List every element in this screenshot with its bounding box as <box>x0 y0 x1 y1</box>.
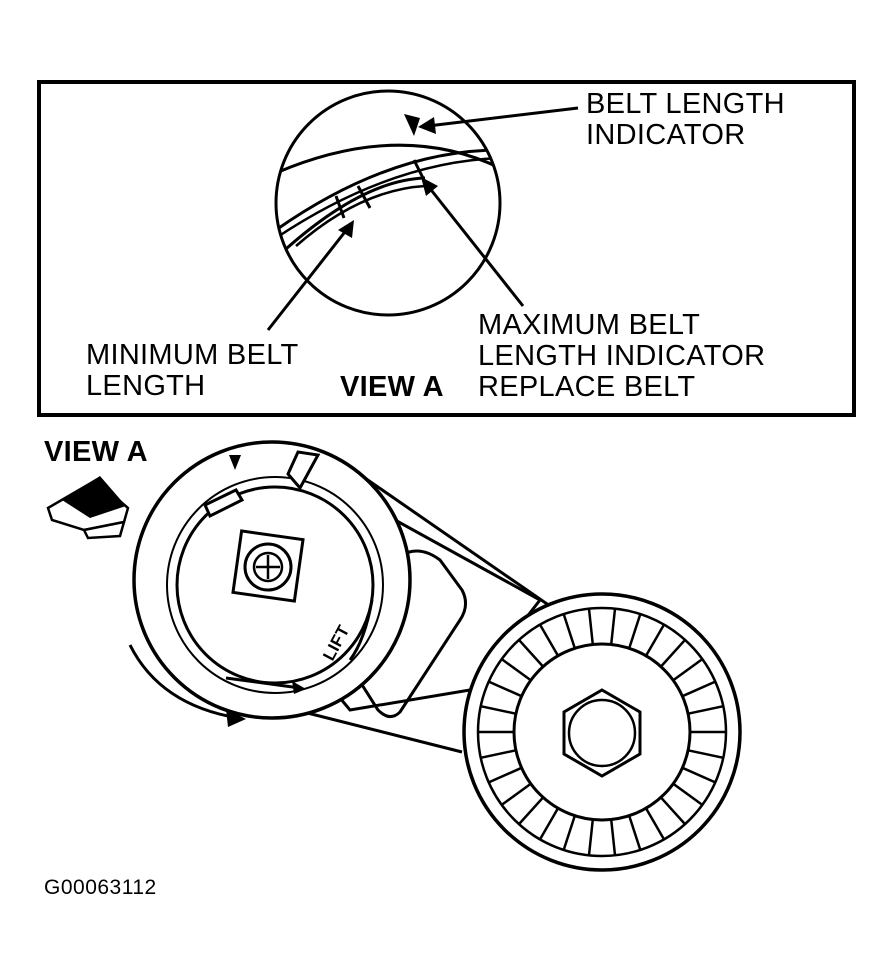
pulley-rib <box>659 796 686 825</box>
view-a-callout-label: VIEW A <box>44 436 148 468</box>
inset-leader-lines <box>266 106 579 331</box>
pulley-rib <box>562 613 576 649</box>
pulley-rib <box>480 704 517 715</box>
figure-code: G00063112 <box>44 876 157 899</box>
pulley-rib <box>672 782 704 806</box>
hex-nut <box>562 688 642 778</box>
indicator-window <box>203 488 245 519</box>
pulley-rib <box>609 819 617 856</box>
pulley-rib <box>538 807 560 841</box>
idler-pulley <box>462 592 742 872</box>
pulley-rib <box>518 796 545 825</box>
pulley-ribs <box>478 608 726 856</box>
pulley-rib <box>628 815 642 851</box>
pulley-rib <box>587 608 595 645</box>
pulley-rib <box>687 704 724 715</box>
belt-length-indicator-line-2: INDICATOR <box>586 119 746 151</box>
pulley-rib <box>562 815 576 851</box>
inset-frame <box>37 80 856 417</box>
pulley-rib <box>659 639 686 668</box>
pulley-rib <box>480 749 517 760</box>
minimum-belt-length-label: MINIMUM BELT LENGTH <box>86 340 299 402</box>
pulley-rib <box>644 623 666 657</box>
view-a-arrow <box>46 476 130 540</box>
belt-length-indicator-line-1: BELT LENGTH <box>586 88 785 120</box>
pulley-rib <box>500 658 532 682</box>
belt-length-indicator-label: BELT LENGTH INDICATOR <box>586 89 785 151</box>
mounting-bolt <box>231 529 305 603</box>
belt-length-indicator-mark <box>404 114 420 136</box>
pulley-rib <box>681 680 716 698</box>
pulley-rib <box>518 639 545 668</box>
pulley-rib <box>488 680 523 698</box>
rotation-arrow <box>128 644 246 727</box>
pulley-indicator-mark <box>229 455 241 470</box>
minimum-belt-length-line-1: MINIMUM BELT <box>86 339 299 371</box>
pulley-rib <box>587 819 595 856</box>
pulley-rib <box>644 807 666 841</box>
maximum-belt-length-label: MAXIMUM BELT LENGTH INDICATOR REPLACE BE… <box>478 310 765 403</box>
tensioner-arm-slot <box>338 549 467 718</box>
pulley-rib <box>687 749 724 760</box>
maximum-belt-length-line-2: LENGTH INDICATOR <box>478 340 766 372</box>
pulley-rib <box>628 613 642 649</box>
pulley-rib <box>609 608 617 645</box>
pulley-rib <box>681 766 716 784</box>
maximum-belt-length-line-3: REPLACE BELT <box>478 371 696 403</box>
maximum-belt-length-line-1: MAXIMUM BELT <box>478 309 701 341</box>
minimum-belt-length-line-2: LENGTH <box>86 370 206 402</box>
inset-title: VIEW A <box>340 371 444 403</box>
pulley-rib <box>672 658 704 682</box>
pulley-rib <box>538 623 560 657</box>
pulley-rib <box>488 766 523 784</box>
detail-circle <box>274 89 502 317</box>
pulley-rib <box>500 782 532 806</box>
